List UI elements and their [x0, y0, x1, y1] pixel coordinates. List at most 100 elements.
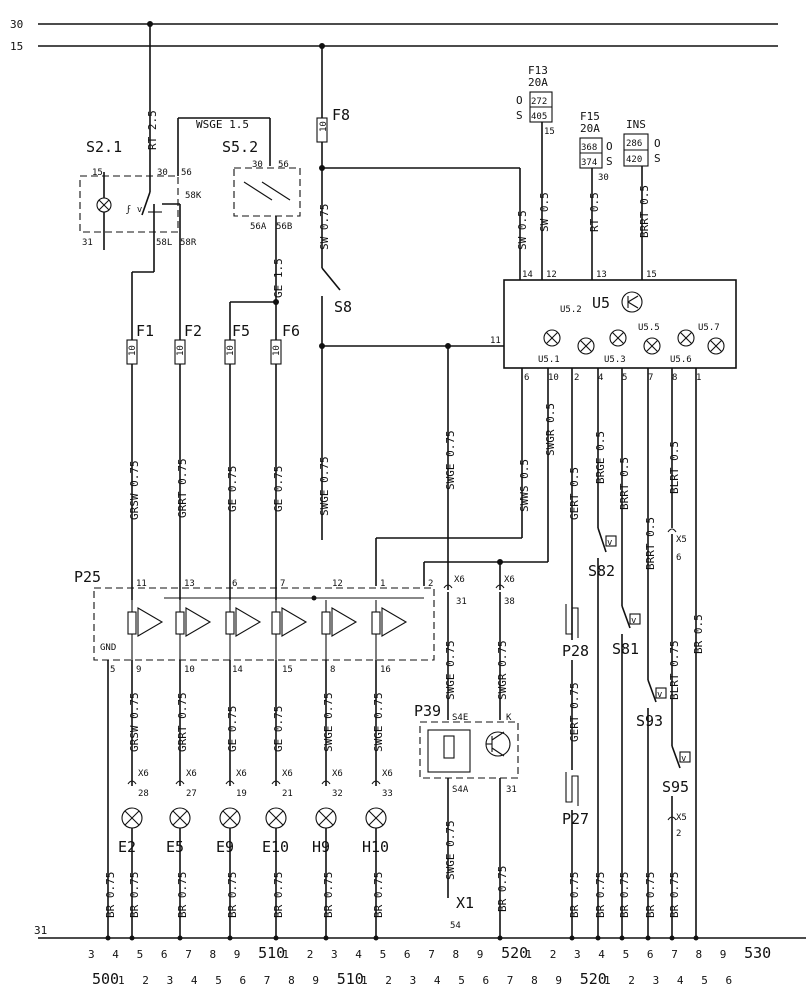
p25-pin-2: 2 — [428, 579, 433, 589]
bottom-row1-23: 6 — [647, 948, 654, 961]
bottom-row1-15: 8 — [453, 948, 460, 961]
p39-pin-31: 31 — [506, 785, 517, 795]
fuse-f2-value: 10 — [176, 345, 186, 356]
x1-pin-54: 54 — [450, 921, 461, 931]
lamp-e5-icon — [169, 807, 191, 829]
wire-brrt-0-5-c: BRRT 0.5 — [644, 517, 657, 570]
u5-lamp-label-6: U5.6 — [670, 355, 692, 365]
x6-label-a: X6 — [454, 575, 465, 585]
bottom-row2-16: 6 — [483, 974, 490, 987]
u5-lamp-5 — [677, 329, 695, 347]
fuse-f5-value: 10 — [226, 345, 236, 356]
label-ins: INS — [626, 118, 646, 131]
x6-label-e10: X6 — [282, 769, 293, 779]
wire-label-e10: GE 0.75 — [272, 706, 285, 752]
relay-boxes: F13 20A 272 405 O S 15 F15 20A 368 374 O… — [516, 64, 661, 280]
u5-lamp-label-1: U5.1 — [538, 355, 560, 365]
br-label-2: BR 0.75 — [176, 872, 189, 918]
wire-ge-0-75-b: GE 0.75 — [272, 466, 285, 512]
bottom-row1-24: 7 — [671, 948, 678, 961]
u5-pin-4: 4 — [598, 373, 603, 383]
f13-pin: 15 — [544, 127, 555, 137]
bottom-row2-19: 9 — [555, 974, 562, 987]
f15-top: 368 — [581, 143, 597, 153]
bottom-row2-9: 9 — [312, 974, 319, 987]
x6-pin-e10: 21 — [282, 789, 293, 799]
u5-lamp-2 — [577, 337, 595, 355]
x5-label-b: X5 — [676, 813, 687, 823]
x5-pin-6: 6 — [676, 553, 681, 563]
p25-pin-1: 1 — [380, 579, 385, 589]
wire-wsge-1-5: WSGE 1.5 — [196, 118, 249, 131]
label-s5-2: S5.2 — [222, 138, 258, 156]
bottom-row1-11: 4 — [355, 948, 362, 961]
x6-pin-h10: 33 — [382, 789, 393, 799]
u5-pin-2: 2 — [574, 373, 579, 383]
ins-top: 286 — [626, 139, 642, 149]
u5-pin-14: 14 — [522, 270, 533, 280]
bottom-row1-5: 8 — [210, 948, 217, 961]
u5-lamp-6 — [707, 337, 725, 355]
bottom-row1-18: 1 — [525, 948, 532, 961]
svg-text:v: v — [607, 538, 612, 548]
f13-bot: 405 — [531, 112, 547, 122]
x6-pin-e9: 19 — [236, 789, 247, 799]
label-p28: P28 — [562, 642, 589, 660]
br-label-8: BR 0.75 — [594, 872, 607, 918]
label-f13-amp: 20A — [528, 76, 548, 89]
p25-amp-5 — [321, 600, 358, 660]
br-label-7: BR 0.75 — [568, 872, 581, 918]
label-f1: F1 — [136, 322, 154, 340]
bottom-row2-1: 1 — [118, 974, 125, 987]
module-p39: P39 S4E K S4A 31 SWGE 0.75 BR 0.75 X1 54 — [414, 702, 519, 938]
p39-pin-s4e: S4E — [452, 713, 468, 723]
br-label-5: BR 0.75 — [322, 872, 335, 918]
wire-rt-0-5: RT 0.5 — [588, 192, 601, 232]
label-s2-1: S2.1 — [86, 138, 122, 156]
bottom-row1-7: 510 — [258, 944, 285, 962]
br-label-3: BR 0.75 — [226, 872, 239, 918]
wire-grsw-0-75: GRSW 0.75 — [128, 460, 141, 520]
bottom-row1-6: 9 — [234, 948, 241, 961]
x6-label-e5: X6 — [186, 769, 197, 779]
bottom-row2-12: 2 — [385, 974, 392, 987]
wire-swgr-0-5: SWGR 0.5 — [544, 403, 557, 456]
p25-pin-6: 6 — [232, 579, 237, 589]
pin-s21-58r: 58R — [180, 238, 197, 248]
bottom-row2-23: 3 — [653, 974, 660, 987]
x6-pin-38: 38 — [504, 597, 515, 607]
lamp-label-e2: E2 — [118, 838, 136, 856]
bottom-row1-14: 7 — [428, 948, 435, 961]
p39-pin-k: K — [506, 713, 512, 723]
ins-bot: 420 — [626, 155, 642, 165]
pin-s21-58k: 58K — [185, 191, 202, 201]
bottom-row2-25: 5 — [701, 974, 708, 987]
bottom-row1-2: 5 — [137, 948, 144, 961]
p25-pin-11: 11 — [136, 579, 147, 589]
wire-rt-2-5: RT 2.5 — [146, 110, 159, 150]
bottom-row1-4: 7 — [185, 948, 192, 961]
pin-s21-58l: 58L — [156, 238, 172, 248]
u5-pin-7: 7 — [648, 373, 653, 383]
bottom-row2-0: 500 — [92, 970, 119, 988]
module-u5: U5 14 12 13 15 11 U5.2 U5.1 U5.3 U5.5 U5… — [490, 270, 737, 383]
bottom-row2-2: 2 — [142, 974, 149, 987]
wire-blrt-0-75: BLRT 0.75 — [668, 640, 681, 700]
label-f15: F15 — [580, 110, 600, 123]
p25-pin-12: 12 — [332, 579, 343, 589]
x6-label-h10: X6 — [382, 769, 393, 779]
u5-pin-6: 6 — [524, 373, 529, 383]
module-p25: P25 GND 11 13 6 7 12 1 2 5 9 10 14 15 8 … — [74, 568, 435, 938]
u5-lamp-3 — [609, 329, 627, 347]
br-label-6: BR 0.75 — [372, 872, 385, 918]
svg-text:v: v — [657, 690, 662, 700]
label-f8: F8 — [332, 106, 350, 124]
svg-text:ϝ v: ϝ v — [126, 205, 142, 215]
lamp-label-e5: E5 — [166, 838, 184, 856]
u5-lamp-label-7: U5.7 — [698, 323, 720, 333]
lamp-label-h9: H9 — [312, 838, 330, 856]
label-f5: F5 — [232, 322, 250, 340]
